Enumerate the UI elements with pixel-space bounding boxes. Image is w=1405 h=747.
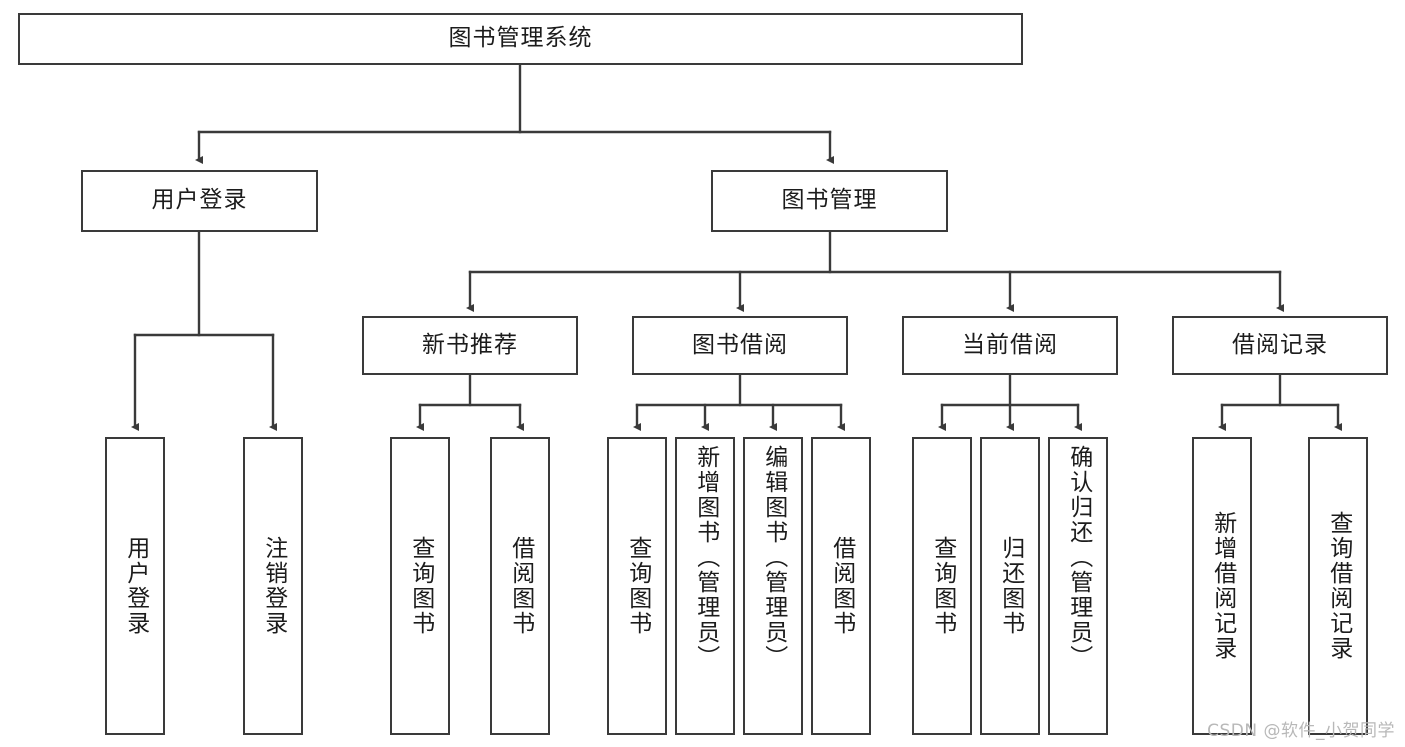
node-root-label: 图书管理系统 <box>448 25 593 52</box>
node-new-book-recommend-label: 新书推荐 <box>422 331 518 358</box>
node-book-manage[interactable]: 图书管理 <box>711 170 948 232</box>
node-leaf-borrow-book-1-label: 借阅图书 <box>507 536 534 636</box>
node-root[interactable]: 图书管理系统 <box>18 13 1023 65</box>
node-leaf-user-login-label: 用户登录 <box>122 536 149 636</box>
node-leaf-query-book-2[interactable]: 查询图书 <box>607 437 667 735</box>
node-leaf-query-book-1-label: 查询图书 <box>407 536 434 636</box>
node-user-login-label: 用户登录 <box>151 187 248 214</box>
node-leaf-borrow-book-2[interactable]: 借阅图书 <box>811 437 871 735</box>
node-leaf-query-book-2-label: 查询图书 <box>624 536 651 636</box>
node-leaf-query-record-label: 查询借阅记录 <box>1325 511 1352 661</box>
node-leaf-confirm-return-label: 确认归还（管理员） <box>1065 445 1092 670</box>
node-leaf-query-book-1[interactable]: 查询图书 <box>390 437 450 735</box>
node-leaf-query-record[interactable]: 查询借阅记录 <box>1308 437 1368 735</box>
node-current-borrow[interactable]: 当前借阅 <box>902 316 1118 375</box>
node-leaf-borrow-book-2-label: 借阅图书 <box>828 536 855 636</box>
node-leaf-query-book-3[interactable]: 查询图书 <box>912 437 972 735</box>
node-borrow-record[interactable]: 借阅记录 <box>1172 316 1388 375</box>
node-leaf-confirm-return[interactable]: 确认归还（管理员） <box>1048 437 1108 735</box>
node-leaf-return-book-label: 归还图书 <box>997 536 1024 636</box>
node-leaf-query-book-3-label: 查询图书 <box>929 536 956 636</box>
node-leaf-add-record-label: 新增借阅记录 <box>1209 511 1236 661</box>
node-book-manage-label: 图书管理 <box>781 187 878 214</box>
csdn-watermark: CSDN @软件_小贺同学 <box>1207 721 1395 741</box>
node-leaf-user-login[interactable]: 用户登录 <box>105 437 165 735</box>
node-leaf-add-book[interactable]: 新增图书（管理员） <box>675 437 735 735</box>
node-user-login[interactable]: 用户登录 <box>81 170 318 232</box>
node-book-borrow-label: 图书借阅 <box>692 331 788 358</box>
node-leaf-edit-book-label: 编辑图书（管理员） <box>760 445 787 670</box>
node-borrow-record-label: 借阅记录 <box>1232 331 1328 358</box>
node-current-borrow-label: 当前借阅 <box>962 331 1058 358</box>
node-leaf-borrow-book-1[interactable]: 借阅图书 <box>490 437 550 735</box>
node-leaf-logout-login-label: 注销登录 <box>260 536 287 636</box>
node-leaf-add-book-label: 新增图书（管理员） <box>692 445 719 670</box>
node-new-book-recommend[interactable]: 新书推荐 <box>362 316 578 375</box>
node-leaf-edit-book[interactable]: 编辑图书（管理员） <box>743 437 803 735</box>
node-leaf-add-record[interactable]: 新增借阅记录 <box>1192 437 1252 735</box>
node-book-borrow[interactable]: 图书借阅 <box>632 316 848 375</box>
node-leaf-logout-login[interactable]: 注销登录 <box>243 437 303 735</box>
node-leaf-return-book[interactable]: 归还图书 <box>980 437 1040 735</box>
